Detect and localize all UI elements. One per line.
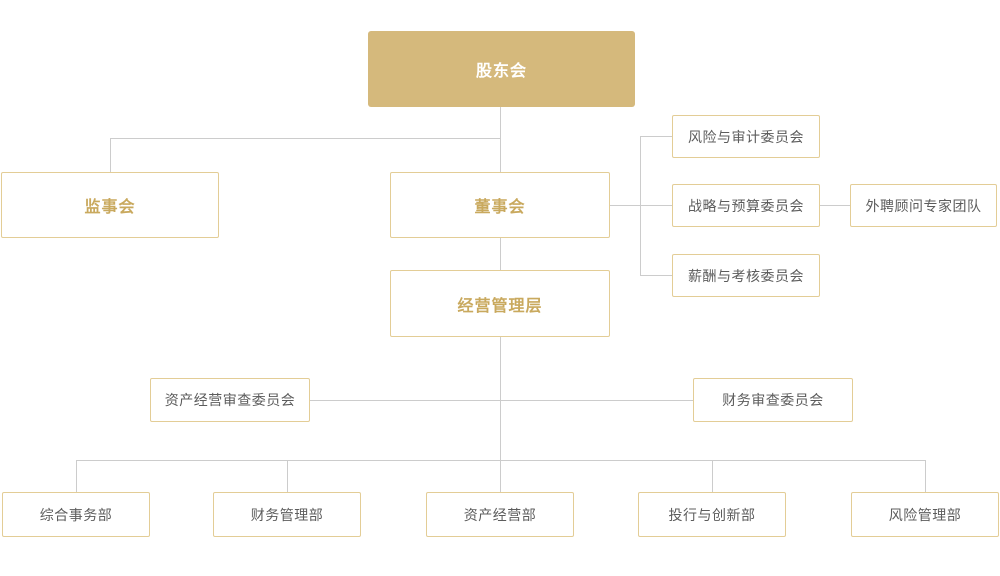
- node-financial-review-committee: 财务审查委员会: [693, 378, 853, 422]
- node-compensation-assessment-committee: 薪酬与考核委员会: [672, 254, 820, 297]
- connector-committee-2: [640, 205, 672, 206]
- connector-board-to-management: [500, 238, 501, 270]
- node-dept-investment-innovation: 投行与创新部: [638, 492, 786, 537]
- connector-dept-drop-4: [712, 460, 713, 492]
- connector-dept-drop-1: [76, 460, 77, 492]
- connector-management-down: [500, 337, 501, 492]
- connector-supervisory-branch: [110, 138, 500, 139]
- connector-committee-3: [640, 275, 672, 276]
- connector-dept-drop-5: [925, 460, 926, 492]
- connector-external-team: [820, 205, 850, 206]
- node-dept-risk-management: 风险管理部: [851, 492, 999, 537]
- connector-committee-1: [640, 136, 672, 137]
- node-asset-operation-review-committee: 资产经营审查委员会: [150, 378, 310, 422]
- connector-board-to-committee-spine: [610, 205, 640, 206]
- connector-dept-drop-2: [287, 460, 288, 492]
- node-external-advisor-team: 外聘顾问专家团队: [850, 184, 997, 227]
- node-supervisory-board: 监事会: [1, 172, 219, 238]
- node-board-of-directors: 董事会: [390, 172, 610, 238]
- node-strategy-budget-committee: 战略与预算委员会: [672, 184, 820, 227]
- connector-supervisory-drop: [110, 138, 111, 172]
- node-risk-audit-committee: 风险与审计委员会: [672, 115, 820, 158]
- connector-review-committees: [310, 400, 693, 401]
- connector-departments-rail: [76, 460, 926, 461]
- node-management-layer: 经营管理层: [390, 270, 610, 337]
- node-dept-asset-operations: 资产经营部: [426, 492, 574, 537]
- node-shareholders-meeting: 股东会: [368, 31, 635, 107]
- node-dept-general-affairs: 综合事务部: [2, 492, 150, 537]
- node-dept-financial-management: 财务管理部: [213, 492, 361, 537]
- connector-root-to-board: [500, 107, 501, 172]
